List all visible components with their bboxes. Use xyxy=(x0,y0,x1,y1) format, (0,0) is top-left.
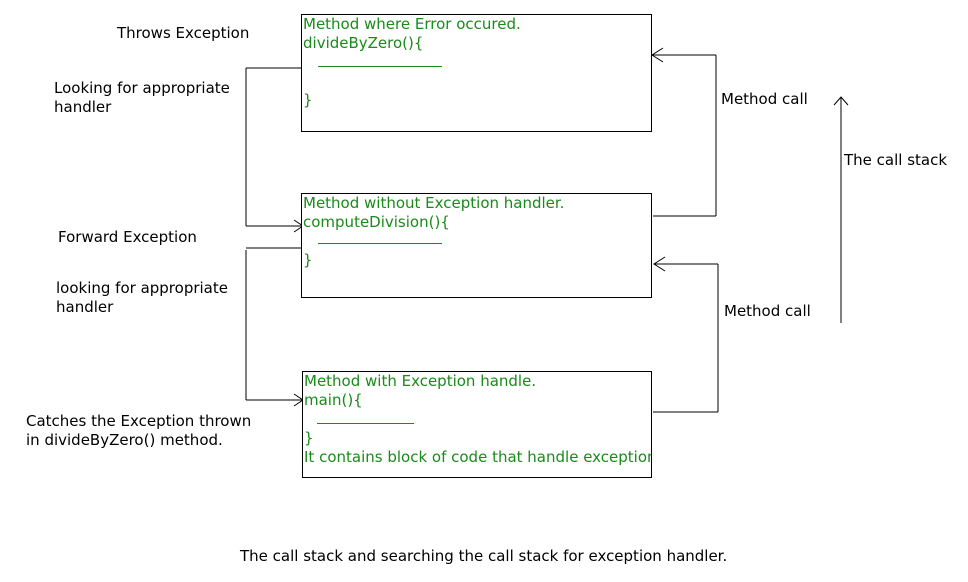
method-box-main: Method with Exception handle. main(){ } … xyxy=(302,371,652,478)
method-closing-brace: } xyxy=(304,429,314,447)
call-stack-label: The call stack xyxy=(844,151,948,169)
method-signature: computeDivision(){ xyxy=(303,213,450,231)
throws-exception-label: Throws Exception xyxy=(117,24,250,42)
looking-for-handler-line2: handler xyxy=(56,298,114,316)
looking-for-handler-label-2: looking for appropriate handler xyxy=(56,279,228,317)
looking-for-handler-label-1: Looking for appropriate handler xyxy=(54,79,230,117)
diagram-caption: The call stack and searching the call st… xyxy=(240,547,728,565)
method-box-divide-by-zero: Method where Error occured. divideByZero… xyxy=(301,14,652,132)
method-box-title: Method without Exception handler. xyxy=(303,194,565,212)
method-signature: main(){ xyxy=(304,391,363,409)
looking-for-handler-line2: handler xyxy=(54,98,112,116)
looking-for-handler-line1: looking for appropriate xyxy=(56,279,228,297)
call-stack-arrowhead xyxy=(833,96,849,106)
method-call-arrowhead-bottom xyxy=(653,256,666,272)
method-call-label-top: Method call xyxy=(721,90,808,108)
method-box-compute-division: Method without Exception handler. comput… xyxy=(301,193,652,298)
code-placeholder-line xyxy=(317,423,414,424)
method-box-title: Method with Exception handle. xyxy=(304,372,537,390)
forward-exception-label: Forward Exception xyxy=(58,228,197,246)
code-placeholder-line xyxy=(318,243,442,244)
looking-for-handler-line1: Looking for appropriate xyxy=(54,79,230,97)
method-closing-brace: } xyxy=(303,251,313,269)
exception-handler-note: It contains block of code that handle ex… xyxy=(304,448,652,466)
catches-exception-label: Catches the Exception thrown in divideBy… xyxy=(26,412,251,450)
code-placeholder-line xyxy=(318,66,442,67)
catches-exception-line1: Catches the Exception thrown xyxy=(26,412,252,430)
method-call-label-bottom: Method call xyxy=(724,302,811,320)
method-closing-brace: } xyxy=(303,91,313,109)
catches-exception-line2: in divideByZero() method. xyxy=(26,431,223,449)
method-signature: divideByZero(){ xyxy=(303,34,424,52)
method-call-arrowhead-top xyxy=(651,47,664,63)
method-box-title: Method where Error occured. xyxy=(303,15,521,33)
